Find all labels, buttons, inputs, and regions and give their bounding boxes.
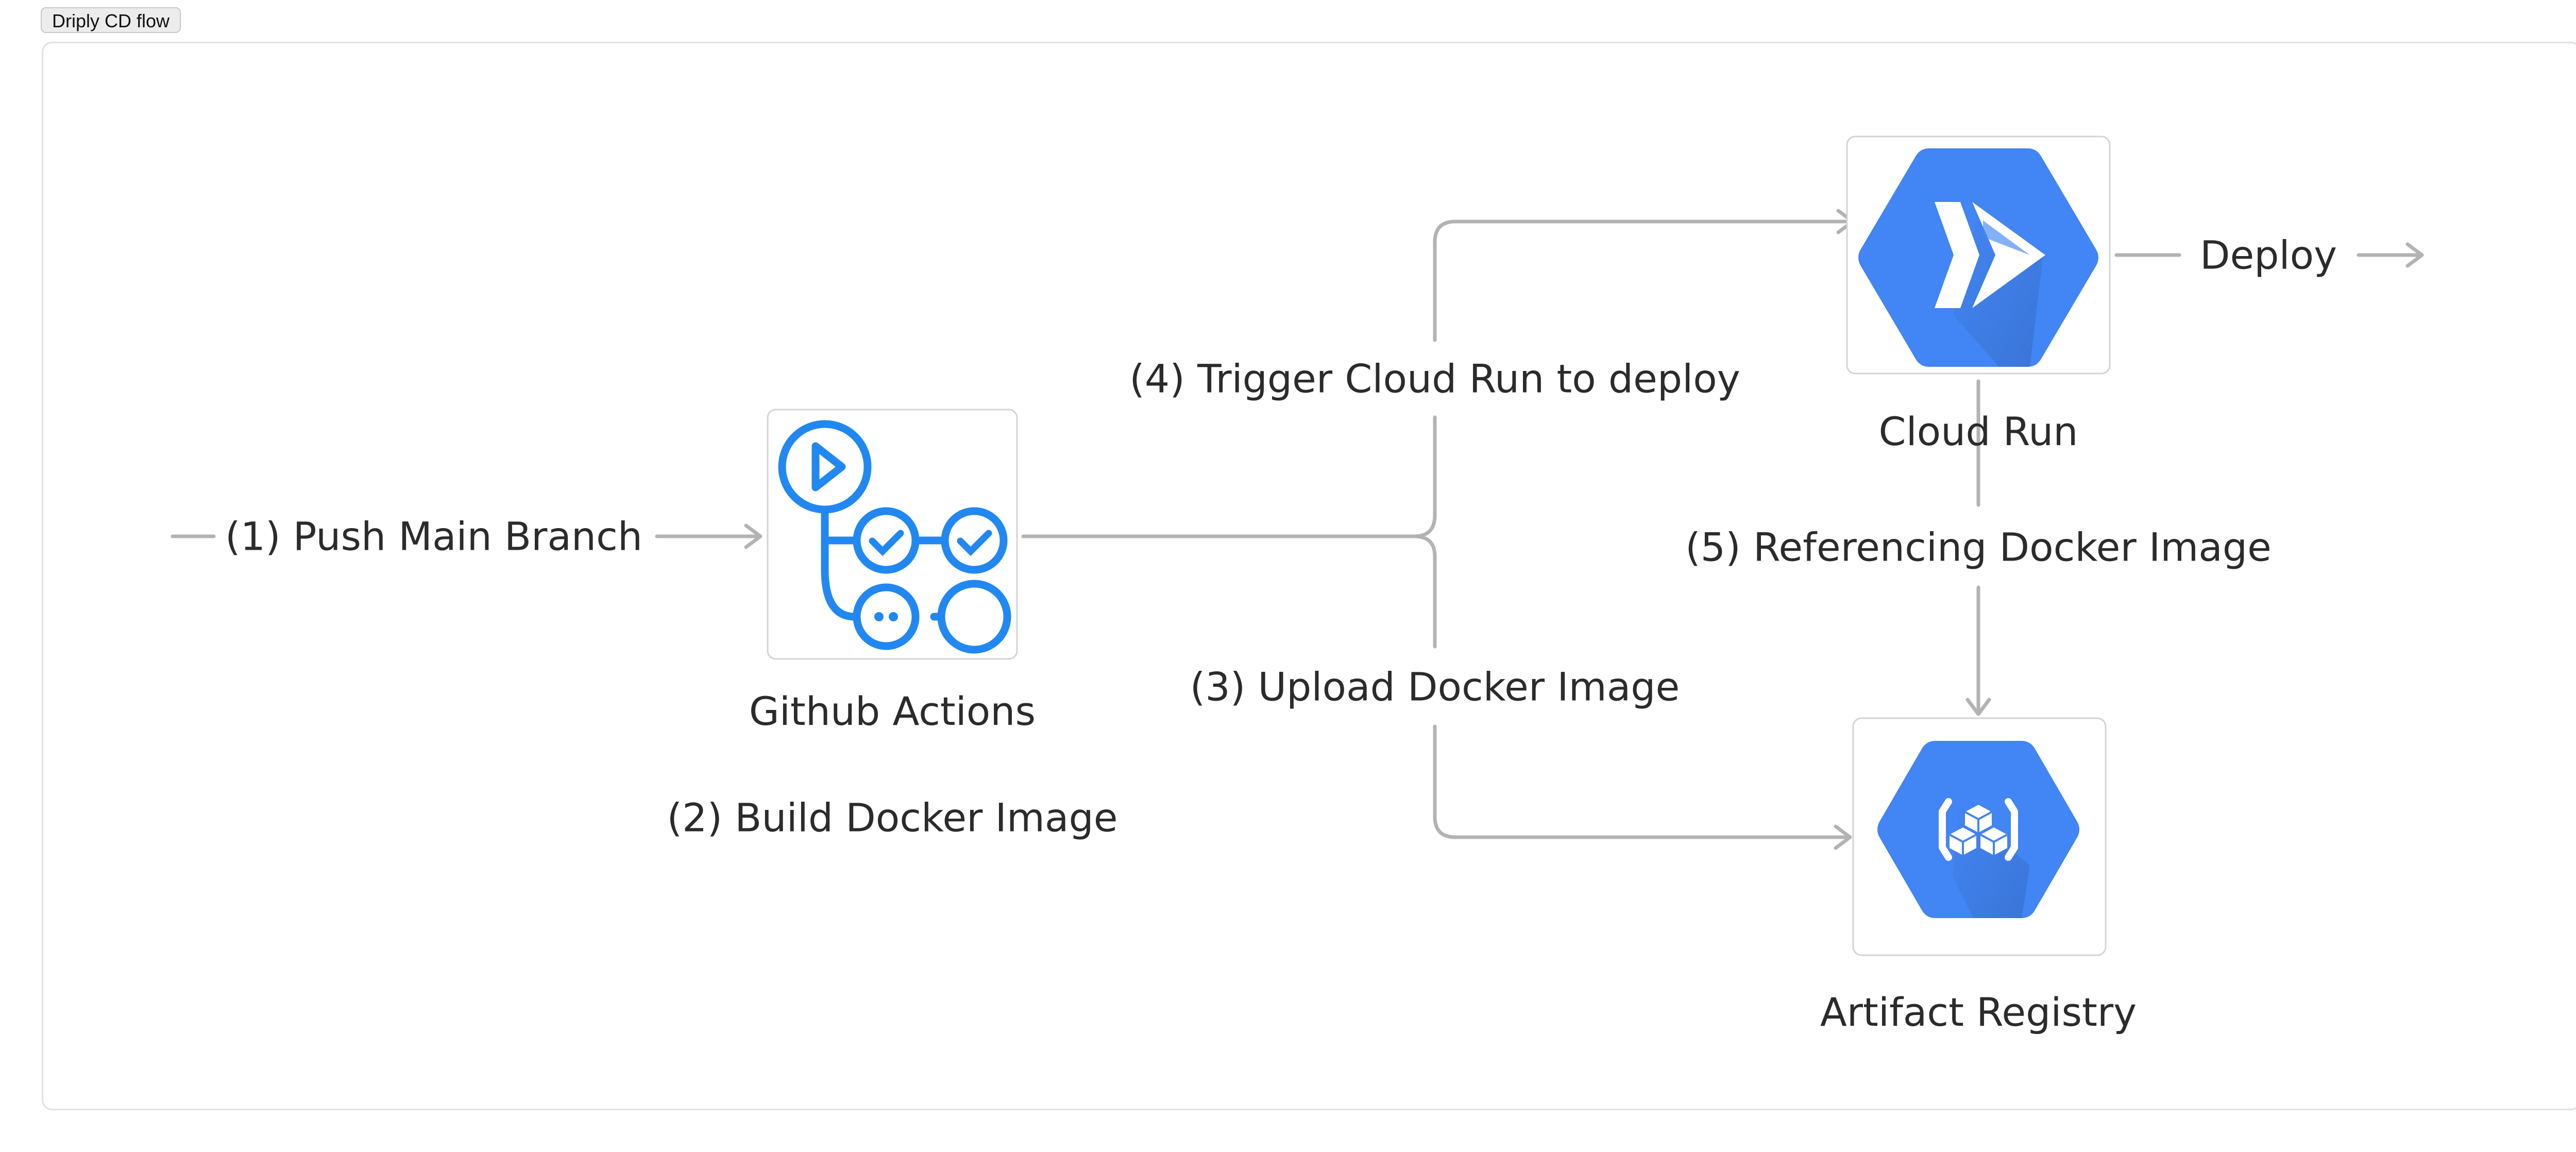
edge-trigger-label: (4) Trigger Cloud Run to deploy: [1129, 356, 1740, 402]
edge-push-arrowhead: [744, 523, 762, 549]
edge-deploy-arrowhead: [2405, 242, 2424, 268]
diagram-frame: [42, 42, 2576, 1110]
diagram-tab[interactable]: Driply CD flow: [41, 7, 181, 33]
node-artifact-registry[interactable]: [1852, 717, 2107, 956]
github-actions-label: Github Actions: [749, 688, 1036, 734]
cloud-run-icon: [1858, 148, 2098, 367]
edge-upload-path: [1412, 534, 1849, 839]
edge-upload-arrowhead: [1834, 824, 1852, 850]
github-actions-icon: [778, 420, 1011, 654]
artifact-registry-label: Artifact Registry: [1820, 989, 2137, 1035]
node-cloud-run[interactable]: [1846, 135, 2111, 375]
edge-push-label: (1) Push Main Branch: [225, 514, 642, 560]
node-github-actions[interactable]: [767, 409, 1018, 660]
edge-reference-arrowhead: [1965, 698, 1991, 716]
edge-build-label: (2) Build Docker Image: [667, 795, 1117, 841]
cloud-run-label: Cloud Run: [1879, 409, 2078, 454]
edge-upload-label: (3) Upload Docker Image: [1190, 664, 1680, 710]
edge-reference-label: (5) Referencing Docker Image: [1685, 524, 2272, 570]
edge-deploy-label: Deploy: [2200, 232, 2337, 278]
artifact-registry-icon: [1877, 741, 2079, 918]
